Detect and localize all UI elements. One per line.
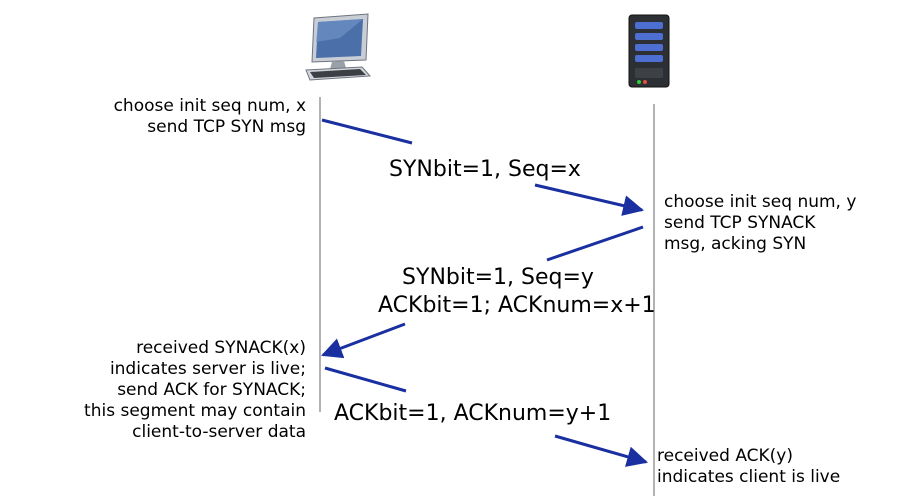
client-init-note: choose init seq num, x send TCP SYN msg bbox=[114, 96, 306, 138]
server-init-line: choose init seq num, y bbox=[664, 192, 857, 212]
synack-arrow-segment-1 bbox=[546, 225, 644, 262]
server-ack-line: received ACK(y) bbox=[657, 446, 793, 466]
ack-arrow-segment-1 bbox=[324, 366, 407, 393]
ack-message-label: ACKbit=1, ACKnum=y+1 bbox=[334, 400, 612, 428]
server-init-note: choose init seq num, y send TCP SYNACK m… bbox=[664, 192, 856, 255]
syn-label-line: SYNbit=1, Seq=x bbox=[389, 157, 581, 182]
server-init-line: msg, acking SYN bbox=[664, 234, 807, 254]
synack-label-line: SYNbit=1, Seq=y bbox=[402, 265, 594, 290]
client-synack-line: this segment may contain bbox=[84, 401, 306, 421]
ack-label-line: ACKbit=1, ACKnum=y+1 bbox=[334, 401, 612, 426]
server-ack-note: received ACK(y) indicates client is live bbox=[657, 446, 840, 488]
server-tower-icon bbox=[626, 12, 672, 90]
client-synack-line: client-to-server data bbox=[132, 422, 306, 442]
desktop-computer-icon bbox=[296, 12, 376, 86]
server-init-line: send TCP SYNACK bbox=[664, 213, 816, 233]
server-ack-line: indicates client is live bbox=[657, 467, 841, 487]
syn-message-label: SYNbit=1, Seq=x bbox=[389, 156, 581, 184]
ack-arrow-segment-2 bbox=[554, 434, 649, 467]
client-synack-line: received SYNACK(x) bbox=[136, 338, 306, 358]
client-init-line: choose init seq num, x bbox=[113, 96, 306, 116]
client-synack-line: send ACK for SYNACK; bbox=[117, 380, 306, 400]
synack-message-label: SYNbit=1, Seq=y ACKbit=1; ACKnum=x+1 bbox=[378, 264, 656, 320]
client-synack-line: indicates server is live; bbox=[109, 359, 306, 379]
syn-arrow-segment-1 bbox=[321, 118, 413, 145]
client-init-line: send TCP SYN msg bbox=[147, 117, 306, 137]
synack-arrow-segment-2 bbox=[321, 322, 406, 359]
client-synack-note: received SYNACK(x) indicates server is l… bbox=[84, 338, 306, 443]
syn-arrow-segment-2 bbox=[534, 183, 645, 216]
synack-label-line: ACKbit=1; ACKnum=x+1 bbox=[378, 293, 656, 318]
